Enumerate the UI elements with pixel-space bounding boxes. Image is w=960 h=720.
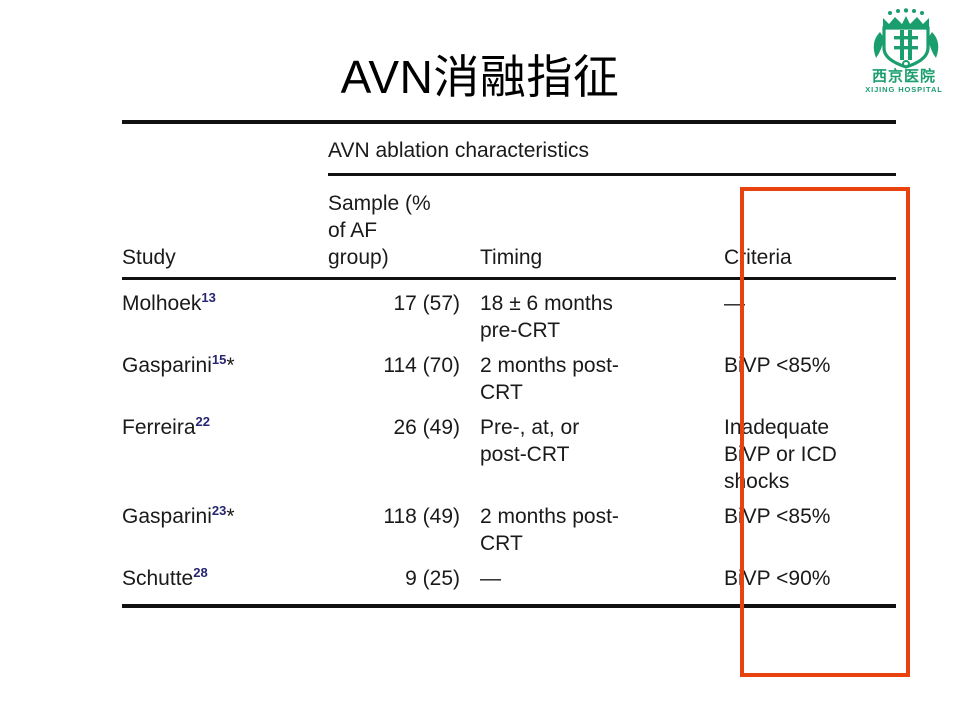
- cell-criteria: Inadequate BiVP or ICD shocks: [724, 416, 837, 493]
- study-reference: 13: [201, 290, 216, 305]
- study-name: Gasparini: [122, 505, 212, 528]
- cell-timing: 2 months post- CRT: [480, 505, 619, 555]
- study-star: *: [226, 505, 235, 528]
- study-name: Schutte: [122, 567, 194, 590]
- table-body: Molhoek13 17 (57) 18 ± 6 months pre-CRT …: [122, 280, 896, 604]
- hospital-crest-icon: [873, 8, 939, 69]
- cell-timing: 2 months post- CRT: [480, 354, 619, 404]
- cell-sample: 118 (49): [383, 505, 460, 528]
- cell-study: Gasparini23*: [122, 499, 328, 534]
- cell-study: Molhoek13: [122, 286, 328, 321]
- table-bottom-rule: [122, 604, 896, 608]
- cell-criteria: —: [724, 292, 745, 315]
- cell-study: Schutte28: [122, 561, 328, 596]
- column-header-timing: Timing: [480, 246, 543, 269]
- study-reference: 15: [211, 352, 227, 367]
- study-name: Molhoek: [122, 292, 202, 315]
- cell-study: Gasparini15*: [122, 348, 328, 383]
- study-name: Gasparini: [122, 354, 212, 377]
- table-row: Ferreira22 26 (49) Pre-, at, or post-CRT…: [122, 410, 896, 499]
- avn-ablation-table: AVN ablation characteristics Study Sampl…: [122, 120, 896, 608]
- cell-timing: 18 ± 6 months pre-CRT: [480, 292, 613, 342]
- hospital-logo: 西京医院 XIJING HOSPITAL: [856, 4, 952, 104]
- study-name: Ferreira: [122, 416, 196, 439]
- study-reference: 22: [195, 414, 210, 429]
- table-group-rule: [328, 173, 896, 176]
- logo-name-en: XIJING HOSPITAL: [865, 85, 943, 94]
- column-header-criteria: Criteria: [724, 246, 792, 269]
- page-title: AVN消融指征: [340, 51, 620, 103]
- cell-timing: Pre-, at, or post-CRT: [480, 416, 580, 466]
- cell-sample: 114 (70): [383, 354, 460, 377]
- cell-criteria: BiVP <90%: [724, 567, 831, 590]
- cell-criteria: BiVP <85%: [724, 354, 831, 377]
- table-header-row: Study Sample (% of AF group) Timing Crit…: [122, 176, 896, 277]
- study-reference: 28: [193, 565, 208, 580]
- table-group-header: AVN ablation characteristics: [328, 139, 590, 162]
- cell-sample: 17 (57): [393, 292, 460, 315]
- table-row: Gasparini23* 118 (49) 2 months post- CRT…: [122, 499, 896, 561]
- cell-criteria: BiVP <85%: [724, 505, 831, 528]
- table-row: Schutte28 9 (25) — BiVP <90%: [122, 561, 896, 596]
- cell-timing: —: [480, 567, 501, 590]
- column-header-study: Study: [122, 246, 176, 269]
- table-header-rule: [122, 277, 896, 280]
- table-top-rule: [122, 120, 896, 124]
- column-header-sample: Sample (% of AF group): [328, 192, 431, 269]
- cell-study: Ferreira22: [122, 410, 328, 445]
- cell-sample: 26 (49): [393, 416, 460, 439]
- cell-sample: 9 (25): [405, 567, 460, 590]
- table-row: Gasparini15* 114 (70) 2 months post- CRT…: [122, 348, 896, 410]
- study-reference: 23: [211, 503, 227, 518]
- study-star: *: [226, 354, 235, 377]
- logo-name-cn: 西京医院: [871, 68, 936, 85]
- table-row: Molhoek13 17 (57) 18 ± 6 months pre-CRT …: [122, 286, 896, 348]
